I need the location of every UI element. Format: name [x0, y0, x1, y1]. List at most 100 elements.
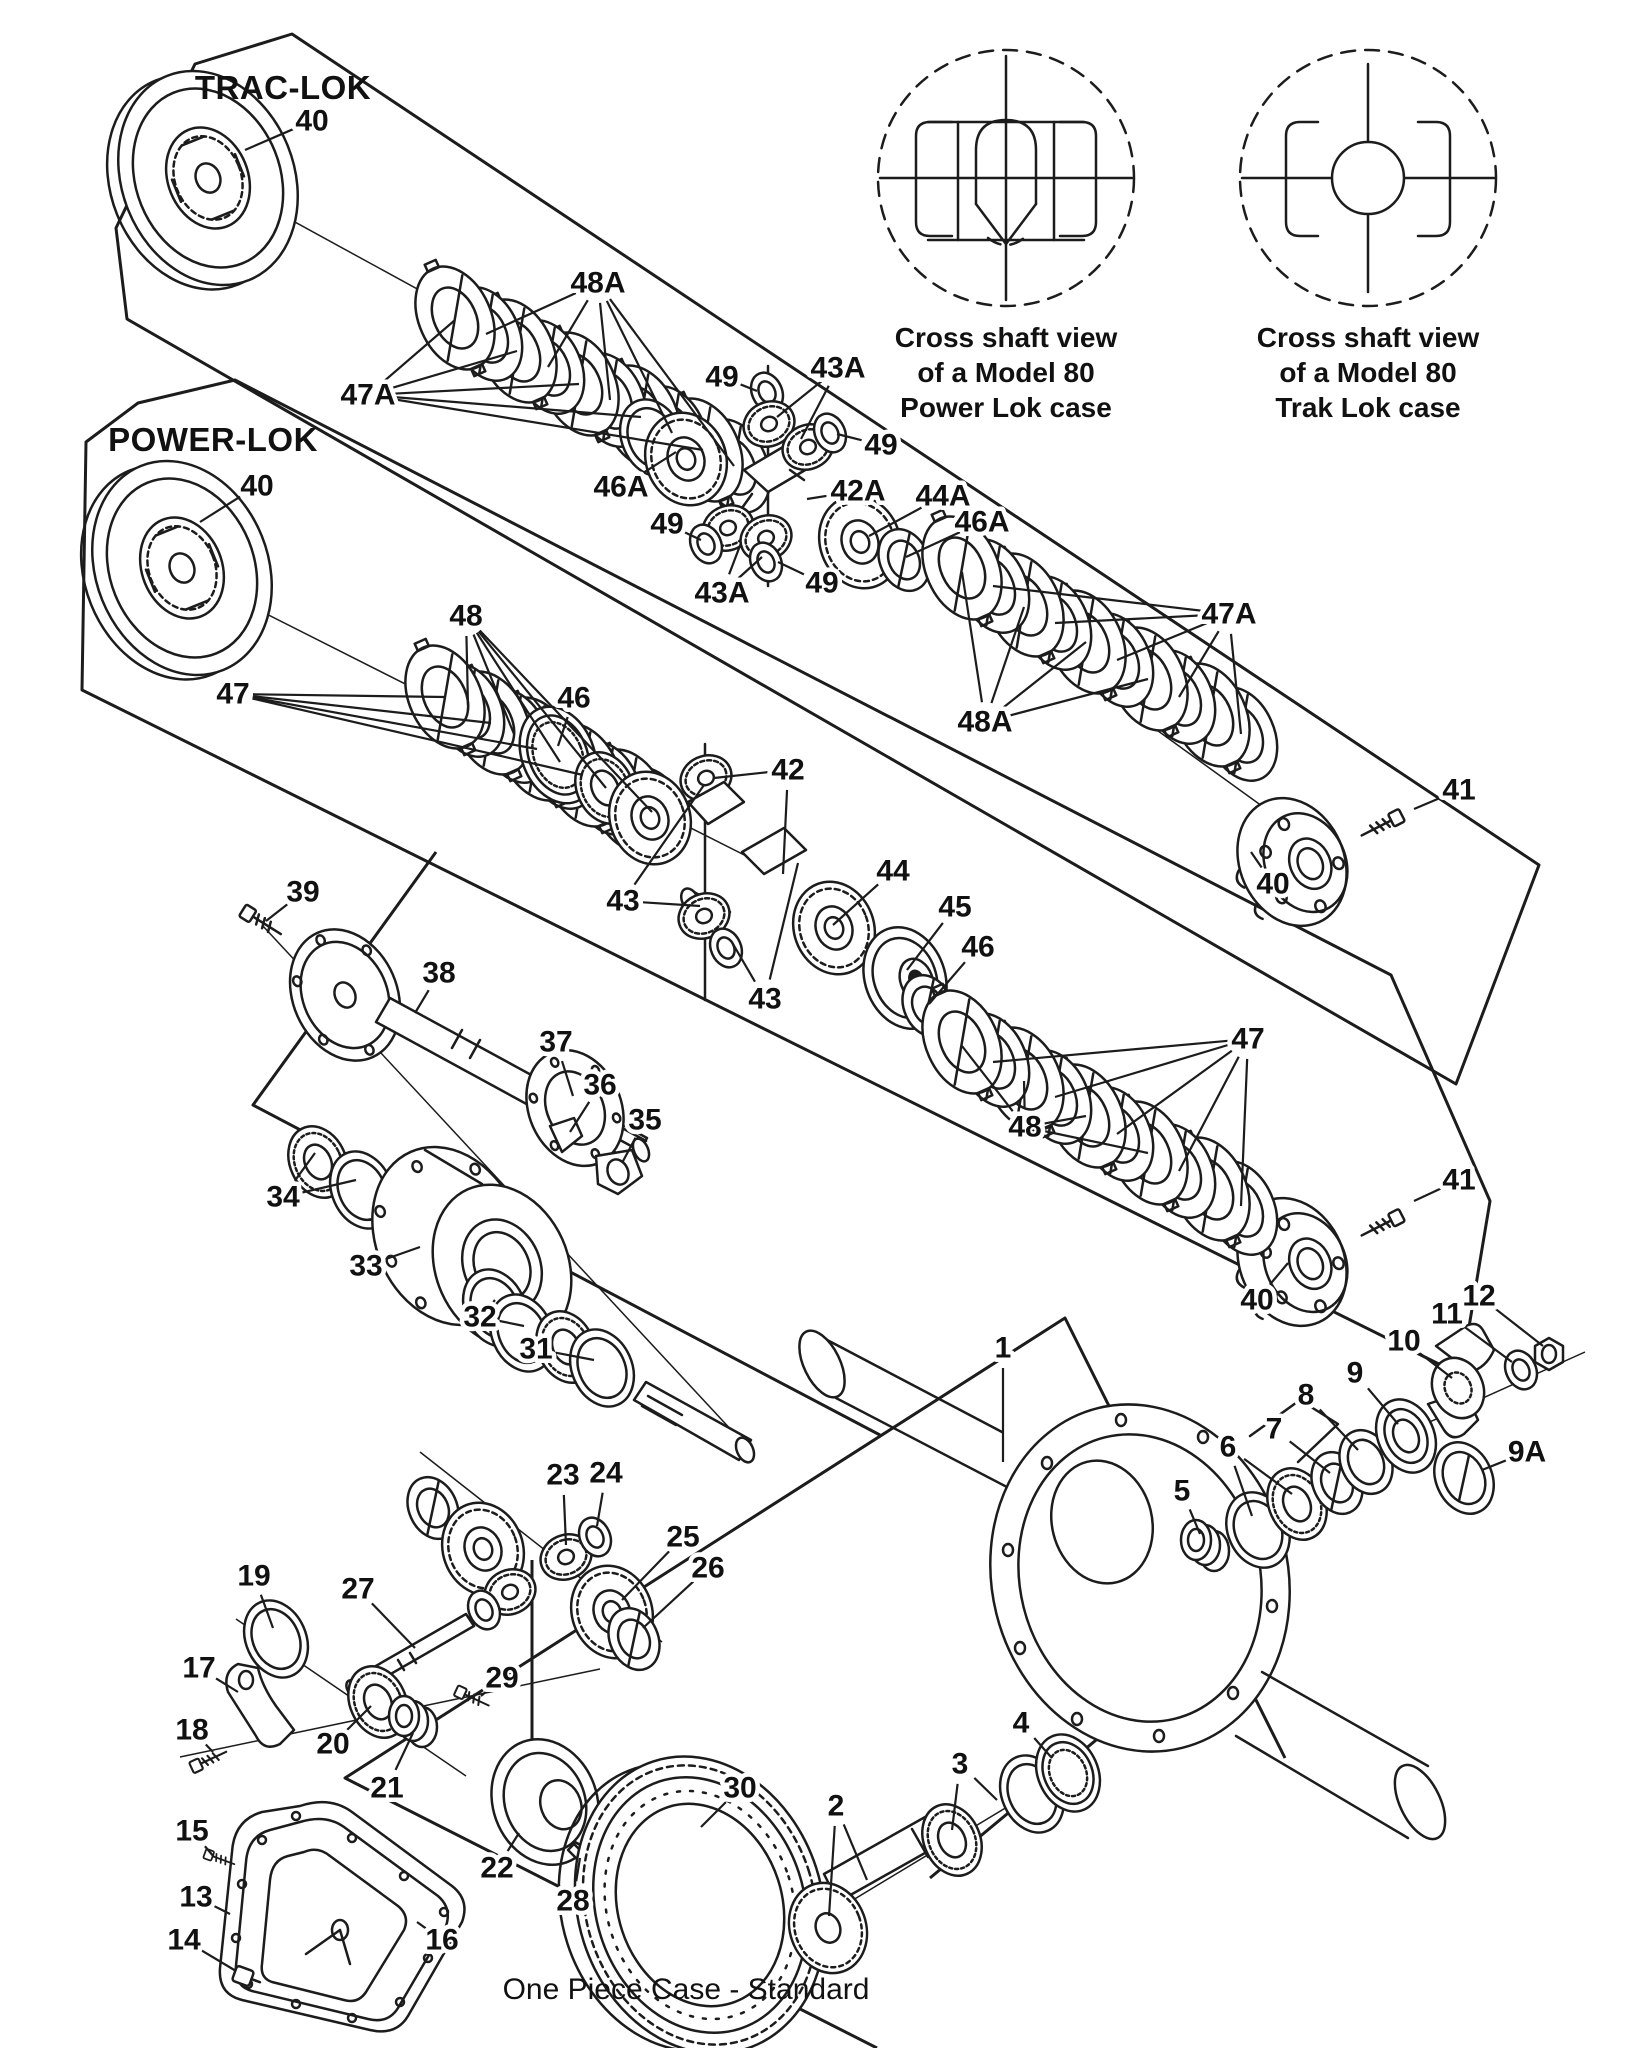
- caption-line: Cross shaft view: [894, 322, 1118, 353]
- callout-43A-11: 43A: [694, 577, 749, 610]
- leader-line-41: [1413, 1187, 1442, 1202]
- callout-44A-8: 44A: [915, 480, 970, 513]
- pinion-small-parts: [1179, 1398, 1438, 1573]
- leader-line-47: [252, 697, 584, 777]
- leader-line-37: [560, 1060, 575, 1097]
- leader-line-47: [992, 1039, 1229, 1064]
- leader-line-48A: [485, 290, 581, 336]
- leader-line-39: [265, 903, 288, 922]
- hub-group-outline: [251, 851, 881, 1437]
- leader-line-48: [475, 632, 561, 763]
- callout-42-21: 42: [771, 754, 804, 787]
- leader-line-25: [621, 1550, 670, 1601]
- callout-4-70: 4: [1013, 1707, 1030, 1740]
- cross-shaft-view-trak-lok: [1238, 48, 1498, 308]
- callout-44-23: 44: [876, 855, 910, 888]
- callout-40-16: 40: [1256, 868, 1289, 901]
- leader-line-38: [414, 989, 430, 1014]
- trak-lok-cross-view-caption: Cross shaft view of a Model 80 Trak Lok …: [1198, 320, 1538, 425]
- callout-47A-13: 47A: [1201, 598, 1256, 631]
- callout-12-41: 12: [1462, 1280, 1495, 1313]
- leader-line-15: [204, 1845, 215, 1858]
- leader-line-48A: [609, 298, 735, 467]
- leader-line-46: [928, 961, 966, 1005]
- leader-line-47: [252, 693, 446, 699]
- callout-45-24: 45: [938, 891, 971, 924]
- caption-line: of a Model 80: [1279, 357, 1457, 388]
- leader-line-24: [595, 1492, 604, 1527]
- leader-line-16: [416, 1921, 427, 1930]
- leader-line-27: [371, 1602, 416, 1649]
- leader-line-47: [1054, 1043, 1230, 1099]
- leader-line-32: [492, 1299, 496, 1303]
- one-piece-case-caption: One Piece Case - Standard: [502, 1973, 870, 2006]
- flange-bolt-41-lower: [1357, 1207, 1407, 1243]
- callout-1-40: 1: [995, 1332, 1012, 1365]
- leader-line-40: [1269, 1262, 1289, 1286]
- callout-23-50: 23: [546, 1459, 579, 1492]
- leader-line-47A: [387, 397, 704, 452]
- leader-line-14: [200, 1949, 237, 1972]
- callout-41-15: 41: [1442, 774, 1475, 807]
- callout-24-51: 24: [589, 1457, 623, 1490]
- callout-48A-1: 48A: [570, 267, 625, 300]
- callout-33-37: 33: [349, 1250, 382, 1283]
- washer-31: [557, 1318, 756, 1464]
- leader-line-43A: [800, 385, 830, 440]
- callout-43-26: 43: [748, 983, 781, 1016]
- leader-line-13: [213, 1904, 231, 1915]
- flange-bolt-39: [237, 902, 286, 942]
- callout-48-18: 48: [449, 600, 482, 633]
- bearing-races-4: [987, 1733, 1102, 1844]
- callout-30-67: 30: [723, 1772, 756, 1805]
- leader-line-28: [575, 1857, 582, 1882]
- leader-line-43A: [736, 556, 763, 581]
- leader-line-4: [1033, 1737, 1052, 1758]
- callout-13-64: 13: [179, 1881, 212, 1914]
- leader-line-2: [842, 1824, 869, 1881]
- leader-line-26: [642, 1580, 695, 1629]
- leader-line-48A: [598, 302, 612, 401]
- callout-38-32: 38: [422, 957, 455, 990]
- leader-line-34: [302, 1178, 357, 1194]
- leader-line-47A: [992, 584, 1210, 613]
- callout-42A-7: 42A: [830, 475, 885, 508]
- leader-line-47: [1116, 1049, 1233, 1135]
- callout-16-66: 16: [425, 1924, 458, 1957]
- leader-line-29: [480, 1690, 488, 1697]
- callout-5-48: 5: [1174, 1475, 1191, 1508]
- leader-line-5: [1188, 1509, 1202, 1535]
- leader-line-11: [1462, 1324, 1513, 1363]
- leader-line-18: [205, 1743, 214, 1753]
- callout-6-47: 6: [1220, 1431, 1237, 1464]
- leader-line-35: [621, 1137, 637, 1164]
- leader-line-47A: [1229, 633, 1243, 735]
- callout-49-12: 49: [805, 567, 838, 600]
- callout-31-39: 31: [519, 1333, 552, 1366]
- leader-line-48A: [605, 300, 673, 434]
- leader-line-42: [713, 771, 769, 780]
- seal-9A: [1433, 1441, 1495, 1515]
- leader-line-47A: [1178, 630, 1220, 698]
- leader-line-40: [244, 127, 295, 152]
- leader-line-44: [832, 883, 879, 926]
- leader-line-10: [1419, 1352, 1453, 1379]
- power-lok-spider-assembly: [670, 742, 965, 1047]
- callout-17-56: 17: [182, 1652, 215, 1685]
- callout-14-65: 14: [167, 1924, 201, 1957]
- callout-25-52: 25: [666, 1521, 699, 1554]
- leader-line-49: [777, 561, 805, 576]
- backing-plate-37: [525, 1048, 625, 1168]
- leader-line-42: [781, 789, 789, 875]
- leader-line-23: [562, 1494, 568, 1546]
- leader-line-33: [384, 1245, 421, 1261]
- callout-48-28: 48: [1008, 1111, 1041, 1144]
- callout-35-35: 35: [628, 1104, 661, 1137]
- leader-line-43A: [776, 379, 824, 418]
- callout-28-62: 28: [556, 1885, 589, 1918]
- callout-46A-9: 46A: [954, 506, 1009, 539]
- leader-line-32: [499, 1319, 525, 1328]
- callout-47-27: 47: [1231, 1023, 1264, 1056]
- leader-line-43A: [728, 542, 743, 575]
- leader-line-48: [1044, 1114, 1087, 1125]
